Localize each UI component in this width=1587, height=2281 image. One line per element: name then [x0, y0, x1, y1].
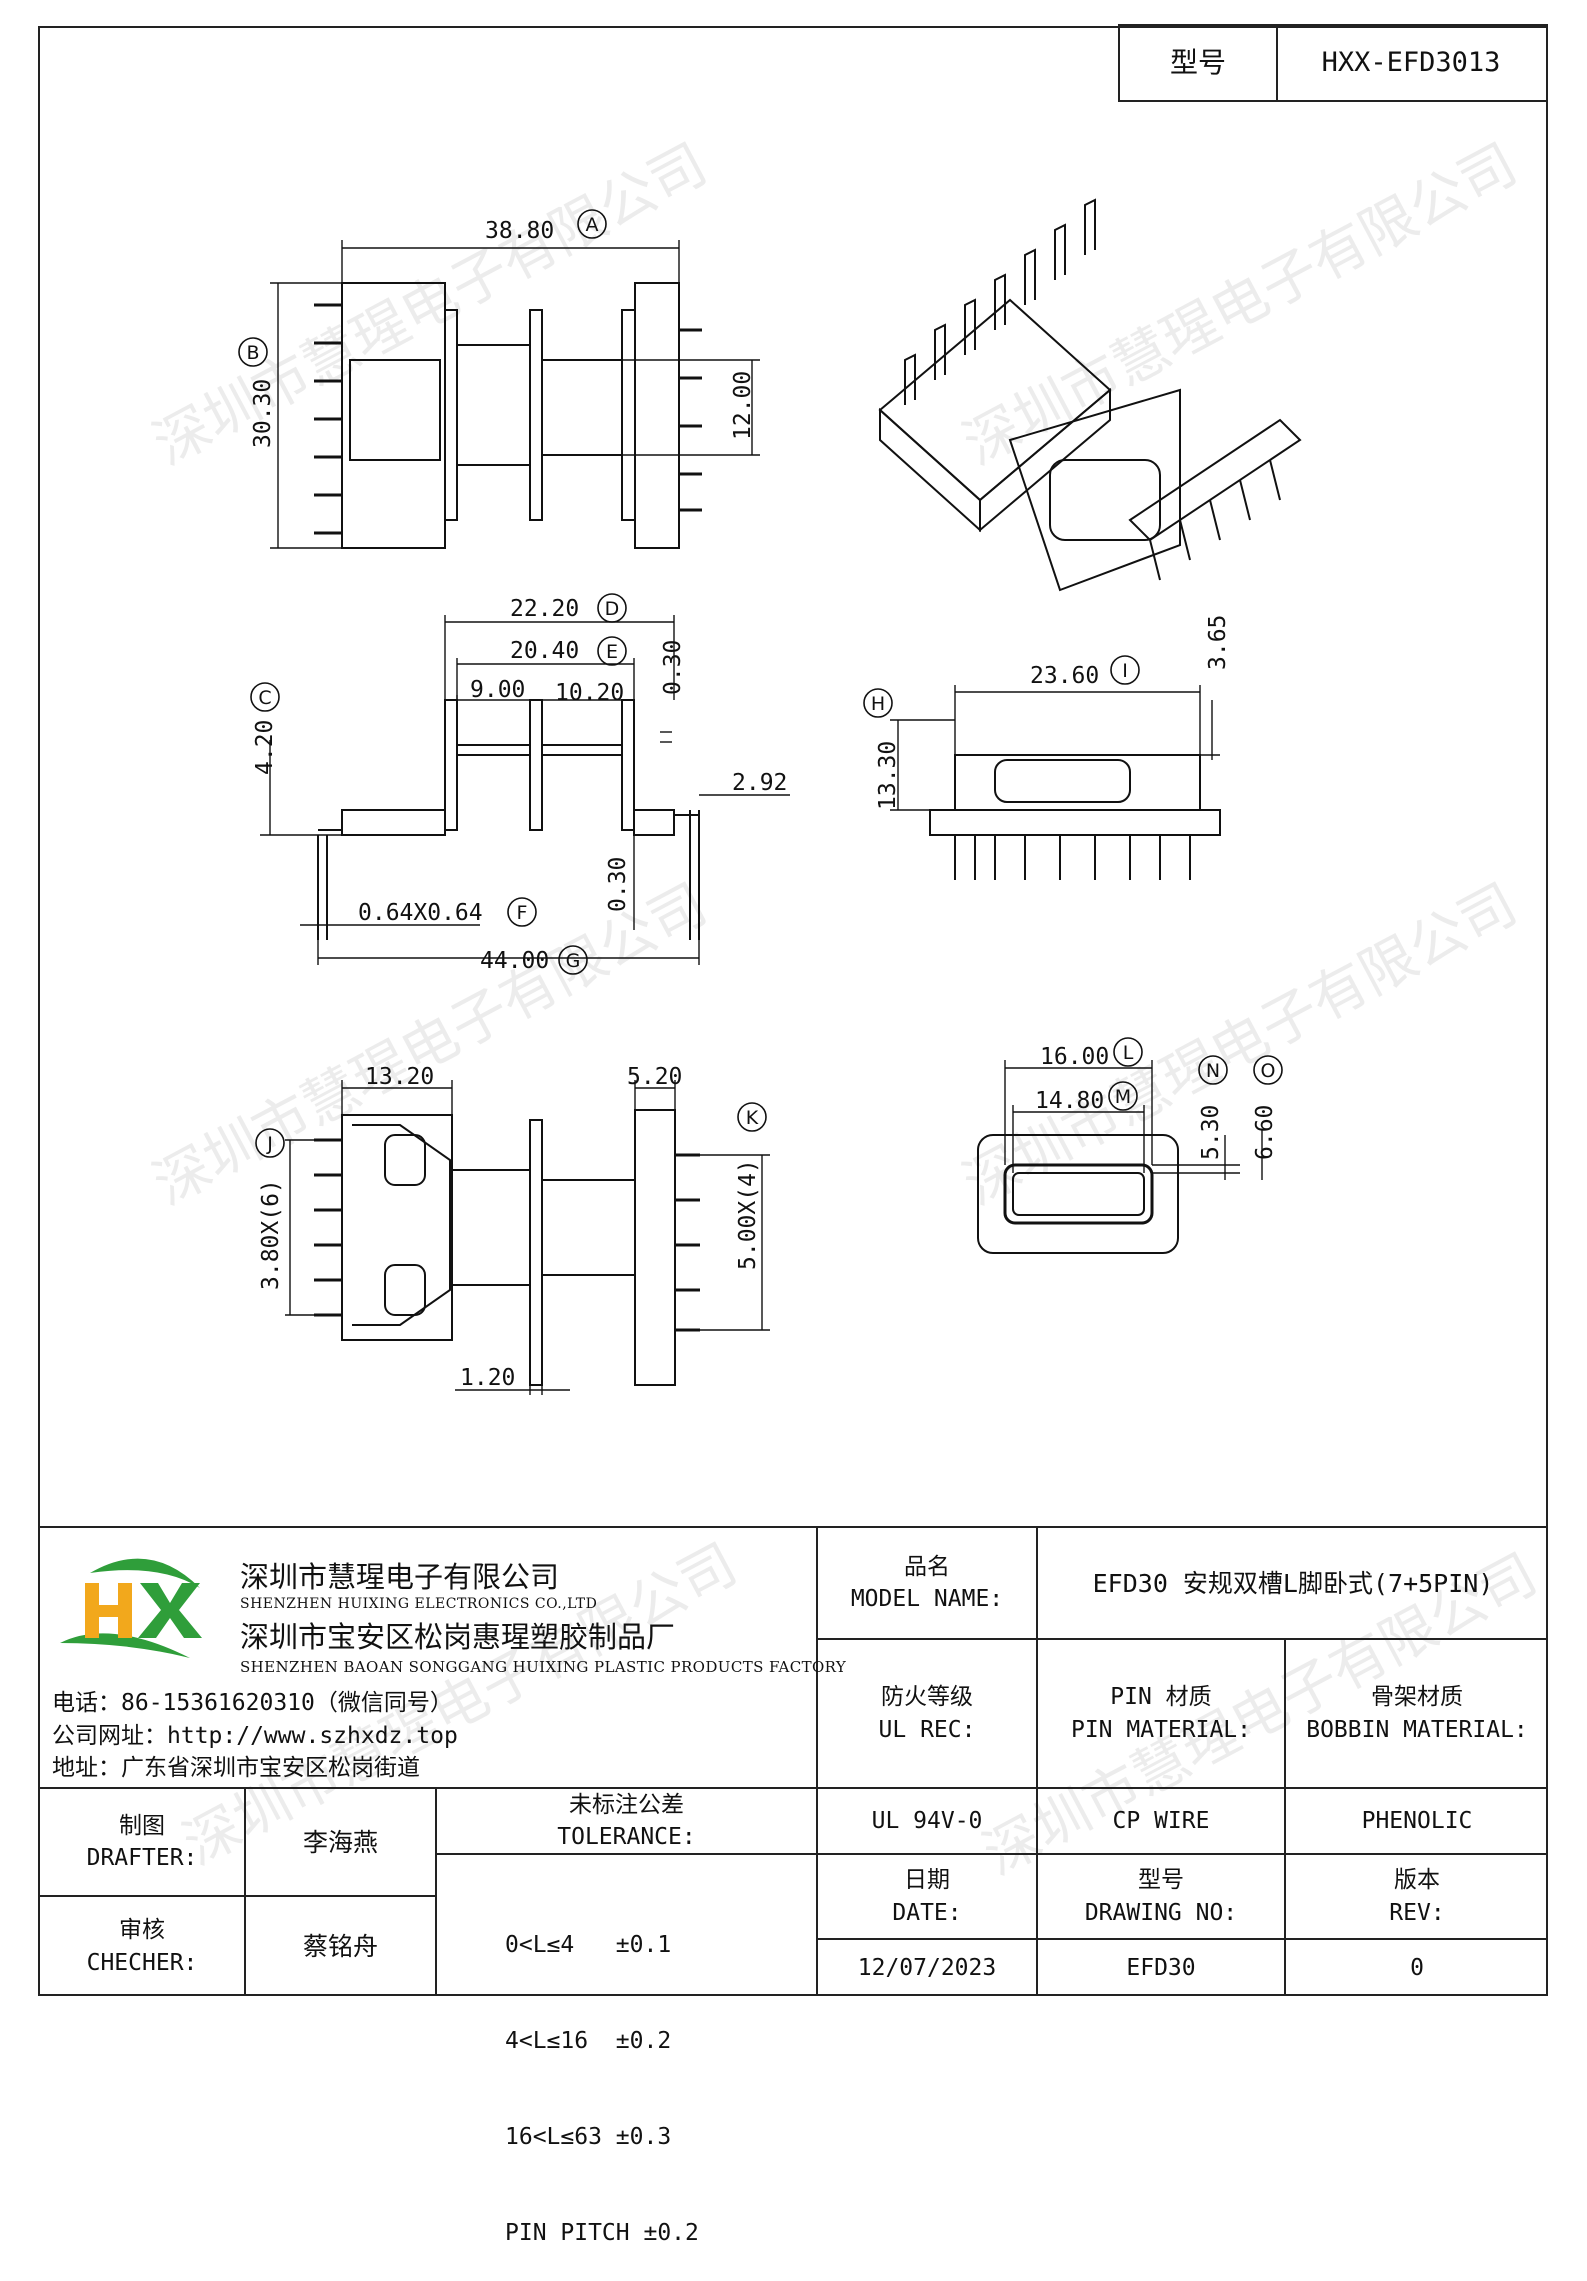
tolerance-row: 16<L≤63 ±0.3 — [505, 2124, 672, 2150]
dim-F: 0.64X0.64 — [358, 900, 483, 926]
drawing-frame — [38, 26, 1548, 1996]
dim-A: 38.80 — [485, 218, 554, 244]
svg-text:O: O — [1261, 1060, 1276, 1082]
tolerance-row: 4<L≤16 ±0.2 — [505, 2028, 672, 2054]
ref-circle-J: J — [255, 1128, 285, 1158]
side-view — [260, 615, 790, 965]
isometric-view — [878, 198, 1302, 592]
dim-K: 5.00X(4) — [735, 1159, 761, 1270]
dim-13-20: 13.20 — [365, 1064, 434, 1090]
top-view — [270, 240, 760, 549]
company-logo: HX — [60, 1558, 202, 1658]
ref-circle-I: I — [1110, 655, 1140, 685]
dim-H: 13.30 — [875, 741, 901, 810]
dim-10-20: 10.20 — [555, 680, 624, 706]
dim-3-65: 3.65 — [1205, 615, 1231, 670]
section-view — [977, 1060, 1263, 1254]
bobbin-material-value: PHENOLIC — [1361, 1807, 1473, 1834]
dim-0-30b: 0.30 — [605, 857, 631, 912]
bottom-view — [285, 1080, 770, 1395]
svg-text:N: N — [1206, 1060, 1220, 1082]
ref-circle-A: A — [577, 209, 607, 239]
svg-text:C: C — [258, 687, 271, 709]
checker-name: 蔡铭舟 — [302, 1932, 378, 1961]
ref-circle-C: C — [250, 682, 280, 712]
ref-circle-L: L — [1113, 1037, 1143, 1067]
dim-C: 4.20 — [252, 720, 278, 775]
dim-O: 6.60 — [1252, 1105, 1278, 1160]
dim-M: 14.80 — [1035, 1088, 1104, 1114]
dim-9: 9.00 — [470, 677, 525, 703]
ref-circle-H: H — [863, 688, 893, 718]
company-phone: 电话：86-15361620310（微信同号） — [52, 1690, 453, 1716]
model-name-value: EFD30 安规双槽L脚卧式(7+5PIN) — [1092, 1568, 1494, 1598]
dim-G: 44.00 — [480, 948, 549, 974]
dim-D: 22.20 — [510, 596, 579, 622]
company-name-en: SHENZHEN HUIXING ELECTRONICS CO.,LTD — [240, 1596, 598, 1612]
drawing-no-value: EFD30 — [1126, 1954, 1196, 1981]
header-model-label: 型号 — [1118, 24, 1278, 102]
ul-rec-value: UL 94V-0 — [871, 1807, 983, 1834]
company-name-cn: 深圳市慧瑆电子有限公司 — [240, 1560, 560, 1594]
rev-value: 0 — [1410, 1954, 1424, 1981]
company-address: 地址：广东省深圳市宝安区松岗街道 — [52, 1755, 420, 1781]
svg-text:A: A — [586, 214, 599, 236]
ref-circle-K: K — [737, 1102, 767, 1132]
dim-B: 30.30 — [250, 379, 276, 448]
svg-text:B: B — [246, 342, 259, 364]
dim-E: 20.40 — [510, 638, 579, 664]
pin-material-value: CP WIRE — [1112, 1807, 1210, 1834]
factory-name-cn: 深圳市宝安区松岗惠瑆塑胶制品厂 — [240, 1620, 676, 1654]
date-value: 12/07/2023 — [857, 1954, 997, 1981]
technical-drawing: 38.80 30.30 12.00 22.20 20.40 9.00 10.20… — [238, 198, 1302, 1395]
tolerance-row: 0<L≤4 ±0.1 — [505, 1932, 672, 1958]
svg-text:F: F — [517, 902, 528, 924]
dim-L: 16.00 — [1040, 1044, 1109, 1070]
ref-circle-B: B — [238, 337, 268, 367]
ref-circle-N: N — [1198, 1055, 1228, 1085]
ref-circle-M: M — [1108, 1081, 1138, 1111]
ref-circle-O: O — [1253, 1055, 1283, 1085]
ref-circle-D: D — [597, 593, 627, 623]
dim-J: 3.80X(6) — [258, 1179, 284, 1290]
drafter-name: 李海燕 — [302, 1827, 378, 1857]
ref-circle-G: G — [558, 945, 588, 975]
svg-text:J: J — [266, 1133, 273, 1155]
svg-text:I: I — [1122, 660, 1128, 682]
svg-text:L: L — [1123, 1042, 1134, 1064]
header-model-value: HXX-EFD3013 — [1276, 24, 1548, 102]
svg-text:D: D — [605, 598, 620, 620]
svg-text:M: M — [1115, 1086, 1131, 1108]
dim-5-20: 5.20 — [627, 1064, 682, 1090]
dim-2-92: 2.92 — [732, 770, 787, 796]
svg-text:G: G — [566, 950, 581, 972]
dim-12: 12.00 — [730, 371, 756, 440]
tolerance-list: 0<L≤4 ±0.1 4<L≤16 ±0.2 16<L≤63 ±0.3 PIN … — [505, 1865, 699, 2281]
svg-text:E: E — [606, 641, 618, 663]
dim-0-30a: 0.30 — [660, 640, 686, 695]
dim-I: 23.60 — [1030, 663, 1099, 689]
dim-N: 5.30 — [1198, 1105, 1224, 1160]
svg-text:H: H — [871, 693, 885, 715]
tolerance-row: PIN PITCH ±0.2 — [505, 2220, 699, 2246]
svg-text:K: K — [746, 1107, 759, 1129]
ref-circle-F: F — [507, 897, 537, 927]
title-block-top-rule — [38, 1526, 1548, 1528]
front-view — [890, 685, 1221, 880]
company-website: 公司网址：http://www.szhxdz.top — [52, 1723, 458, 1749]
factory-name-en: SHENZHEN BAOAN SONGGANG HUIXING PLASTIC … — [240, 1658, 847, 1676]
dim-1-20: 1.20 — [460, 1365, 515, 1391]
ref-circle-E: E — [597, 636, 627, 666]
